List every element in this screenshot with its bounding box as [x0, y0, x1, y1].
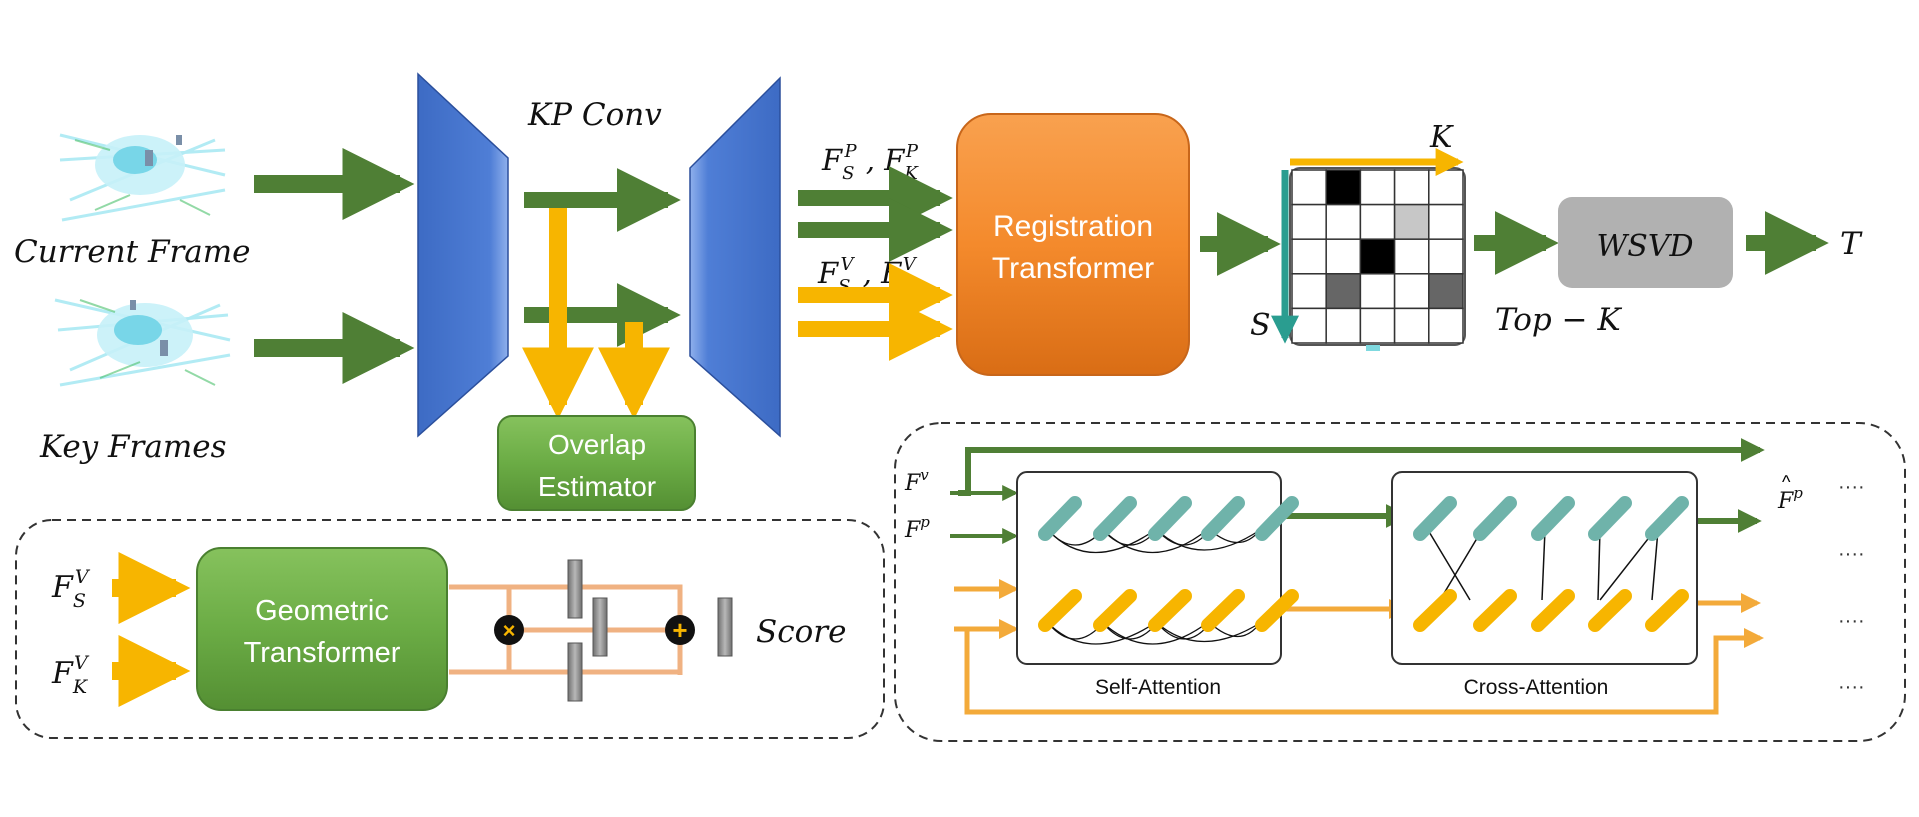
t-label: T [1840, 226, 1863, 262]
dots-4: ···· [1838, 676, 1865, 698]
cross-attention-label: Cross-Attention [1464, 676, 1609, 699]
score-bar-3 [567, 642, 583, 702]
matrix-cell [1428, 273, 1464, 310]
current-frame-pointcloud [56, 118, 228, 230]
matrix-cell [1291, 203, 1327, 240]
cross-attention-lines [1427, 529, 1659, 601]
fkv-label: FKV [51, 652, 90, 698]
current-frame-label: Current Frame [14, 234, 251, 270]
overlap-estimator-line1: Overlap [548, 429, 646, 460]
wsvd-box [1558, 197, 1733, 288]
matrix-cell [1291, 169, 1327, 206]
key-frames-label: Key Frames [39, 429, 227, 465]
kpconv-label: KP Conv [527, 97, 662, 133]
matrix-cell [1359, 273, 1396, 310]
score-matrix-cells [1291, 169, 1464, 344]
k-label: K [1429, 120, 1454, 155]
fp-hat-output-label: Fp [1777, 484, 1803, 514]
svg-text:+: + [672, 615, 687, 645]
matrix-cell [1393, 307, 1430, 344]
geometric-transformer-line1: Geometric [255, 595, 389, 627]
matrix-cell [1291, 238, 1327, 275]
fsv-label: FSV [51, 566, 91, 612]
matrix-cell [1325, 203, 1362, 240]
matrix-cell [1393, 238, 1430, 275]
self-attention-tokens-orange [1038, 589, 1299, 632]
geometric-panel [15, 519, 885, 739]
overlap-estimator-line2: Estimator [538, 471, 656, 502]
matrix-cell [1325, 238, 1362, 275]
svg-text:×: × [503, 618, 516, 643]
cross-attention-tokens-teal [1413, 496, 1689, 541]
matrix-cell [1359, 203, 1396, 240]
matrix-cell [1428, 238, 1464, 275]
score-bar-4 [717, 597, 733, 657]
fp-input-label: Fp [904, 513, 930, 543]
s-label: S [1250, 308, 1271, 343]
matrix-cell [1393, 169, 1430, 206]
matrix-cell [1291, 307, 1327, 344]
self-attention-label: Self-Attention [1095, 676, 1221, 699]
kpconv-encoder [417, 72, 509, 438]
score-matrix [1289, 167, 1466, 351]
score-bar-2 [592, 597, 608, 657]
dots-2: ···· [1838, 543, 1865, 565]
cross-attention-tokens-orange [1413, 589, 1689, 632]
geometric-transformer-line2: Transformer [244, 637, 401, 669]
matrix-cell [1393, 203, 1430, 240]
score-matrix-marker [1366, 345, 1380, 351]
matrix-cell [1393, 273, 1430, 310]
matrix-cell [1291, 273, 1327, 310]
dots-1: ···· [1838, 476, 1865, 498]
registration-transformer-line2: Transformer [992, 252, 1154, 285]
kpconv-decoder [689, 76, 781, 438]
add-icon: + [665, 615, 695, 645]
matrix-cell [1325, 307, 1362, 344]
matrix-cell [1325, 273, 1362, 310]
key-frames-pointcloud [52, 275, 232, 395]
registration-transformer-box [956, 113, 1190, 376]
matrix-cell [1359, 307, 1396, 344]
registration-transformer-line1: Registration [993, 210, 1153, 243]
topk-label: Top − K [1495, 302, 1622, 338]
score-circuit [449, 584, 683, 675]
overlap-estimator-box [497, 415, 696, 511]
score-label: Score [756, 614, 846, 650]
matrix-cell [1359, 169, 1396, 206]
fp-hat-caret: ^ [1782, 472, 1791, 492]
fp-label: FSP , FKP [821, 141, 919, 184]
matrix-cell [1428, 307, 1464, 344]
fv-input-label: Fv [904, 466, 929, 496]
cross-attention-box [1391, 471, 1698, 665]
geometric-transformer-box [196, 547, 448, 711]
dots-3: ···· [1838, 610, 1865, 632]
orange-bottom-loop [954, 626, 1764, 715]
matrix-cell [1428, 203, 1464, 240]
matrix-cell [1325, 169, 1362, 206]
multiply-icon: × [494, 615, 524, 645]
matrix-cell [1359, 238, 1396, 275]
matrix-cell [1428, 169, 1464, 206]
self-attention-tokens-teal [1038, 496, 1299, 541]
attention-panel [894, 422, 1906, 742]
wsvd-label: WSVD [1596, 229, 1693, 264]
score-bar-1 [567, 559, 583, 619]
